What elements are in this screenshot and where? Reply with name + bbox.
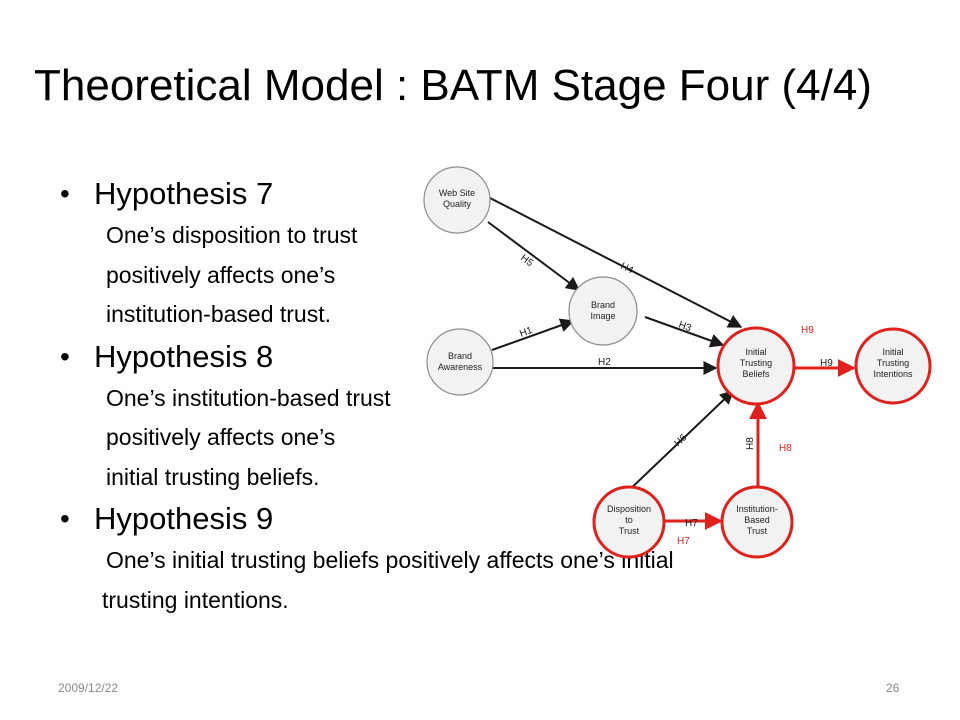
hypothesis-7-line-1: One’s disposition to trust <box>106 222 358 248</box>
hypothesis-9-heading: Hypothesis 9 <box>60 497 860 541</box>
slide-date: 2009/12/22 <box>58 681 119 695</box>
node-initial-trusting-intentions-label-2: Trusting <box>877 358 909 368</box>
slide-page-number: 26 <box>886 681 900 695</box>
hypothesis-7-line-2: positively affects one’s <box>106 261 336 288</box>
hypotheses-list: Hypothesis 7 One’s disposition to trust … <box>60 172 860 620</box>
hypothesis-8-line-2: positively affects one’s <box>106 424 336 450</box>
node-initial-trusting-intentions-label-1: Initial <box>882 347 903 357</box>
slide-title: Theoretical Model : BATM Stage Four (4/4… <box>34 61 872 110</box>
node-initial-trusting-intentions-label-3: Intentions <box>873 369 913 379</box>
hypothesis-9-line-1: One’s initial trusting beliefs positivel… <box>106 547 674 573</box>
hypothesis-8-line-1: One’s institution-based trust <box>106 384 391 411</box>
node-initial-trusting-intentions: Initial Trusting Intentions <box>854 327 932 405</box>
hypothesis-9-line-2: trusting intentions. <box>102 586 289 613</box>
hypothesis-7-line-3: institution-based trust. <box>106 301 332 327</box>
hypothesis-8-heading: Hypothesis 8 <box>60 335 860 379</box>
hypothesis-7-heading: Hypothesis 7 <box>60 172 860 216</box>
hypothesis-8-line-3: initial trusting beliefs. <box>106 463 320 490</box>
